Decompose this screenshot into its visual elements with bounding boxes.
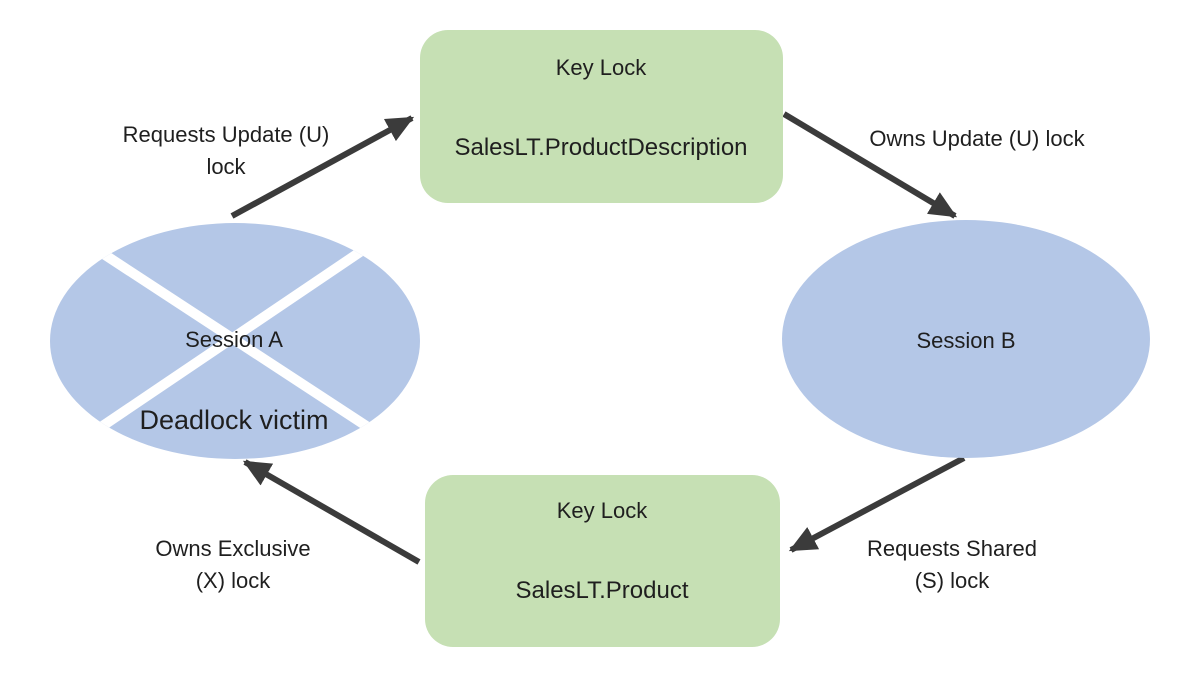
node-session-a: Session A Deadlock victim [50, 223, 420, 459]
edge-label-requests-update-line1: Requests Update (U) [123, 122, 330, 147]
node-session-b: Session B [782, 220, 1150, 458]
edge-owns-exclusive-lock [242, 459, 421, 565]
session-b-label: Session B [916, 328, 1015, 353]
x-cross-stroke-down-left [67, 223, 403, 453]
edge-label-requests-shared-line1: Requests Shared [867, 536, 1037, 561]
edge-label-requests-update-line2: lock [206, 154, 246, 179]
edge-label-owns-exclusive-line1: Owns Exclusive [155, 536, 310, 561]
edge-owns-update-lock [782, 111, 958, 219]
key-lock-bottom-box [425, 475, 780, 647]
key-lock-bottom-resource: SalesLT.Product [516, 577, 689, 604]
edge-labels: Requests Update (U) lock Owns Update (U)… [123, 122, 1086, 593]
x-cross-icon [67, 223, 403, 453]
node-key-lock-top: Key Lock SalesLT.ProductDescription [420, 30, 783, 203]
session-a-label: Session A [185, 327, 283, 352]
edge-group [230, 111, 966, 565]
key-lock-bottom-title: Key Lock [557, 498, 648, 523]
key-lock-top-title: Key Lock [556, 55, 647, 80]
key-lock-top-resource: SalesLT.ProductDescription [454, 134, 747, 161]
session-b-ellipse [782, 220, 1150, 458]
edge-label-requests-shared-line2: (S) lock [915, 568, 991, 593]
deadlock-victim-label: Deadlock victim [139, 405, 328, 435]
edge-requests-shared-lock [788, 455, 966, 553]
edge-requests-update-lock [230, 115, 415, 219]
edge-label-owns-exclusive-line2: (X) lock [196, 568, 272, 593]
edge-label-owns-update: Owns Update (U) lock [869, 126, 1085, 151]
node-key-lock-bottom: Key Lock SalesLT.Product [425, 475, 780, 647]
key-lock-top-box [420, 30, 783, 203]
